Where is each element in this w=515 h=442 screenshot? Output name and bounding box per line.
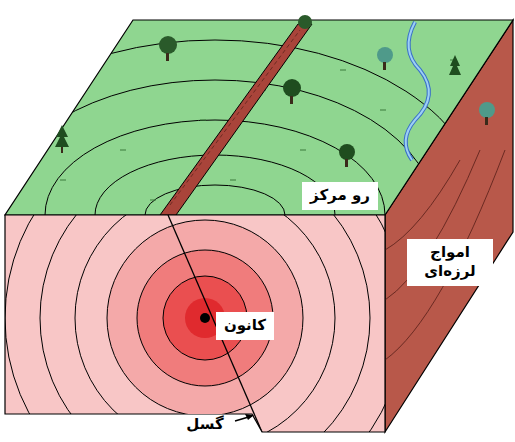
river <box>406 22 429 160</box>
river <box>406 22 429 160</box>
waves-label: امواج لرزه‌ای <box>407 239 493 286</box>
epicenter-label: رو مرکز <box>302 182 378 210</box>
seismic-waves <box>5 118 405 442</box>
fault-trace <box>170 30 300 205</box>
tree-symbol <box>55 15 495 167</box>
arrow-head <box>245 414 254 420</box>
fault-label: گسل <box>186 415 223 435</box>
focus-dot <box>200 313 210 323</box>
ground-surface <box>5 20 513 215</box>
fault-trace <box>160 24 312 215</box>
focus-label: کانون <box>216 312 274 340</box>
